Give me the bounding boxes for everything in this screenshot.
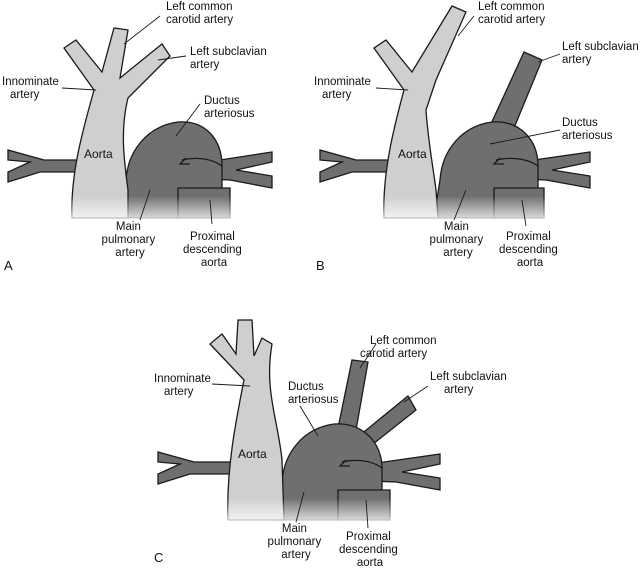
aorta bbox=[63, 27, 171, 219]
leader-left-subclavian bbox=[157, 55, 187, 61]
label-left-common-carotid: Left common carotid artery bbox=[478, 1, 548, 26]
leader-innominate bbox=[211, 383, 251, 387]
leader-left-subclavian bbox=[403, 385, 429, 403]
leader-ductus bbox=[299, 405, 319, 437]
leader-proximal-descending bbox=[365, 499, 369, 529]
leader-left-common-carotid bbox=[123, 15, 161, 45]
leader-left-common-carotid bbox=[457, 15, 475, 37]
aorta bbox=[373, 5, 467, 219]
label-left-common-carotid: Left common carotid artery bbox=[360, 335, 440, 360]
label-left-common-carotid: Left common carotid artery bbox=[166, 1, 236, 26]
label-ductus: Ductus arteriosus bbox=[288, 381, 339, 406]
ductus-notch bbox=[181, 157, 223, 167]
left-common-carotid-artery bbox=[337, 359, 369, 431]
panel-letter-b: B bbox=[316, 258, 325, 273]
fade-overlay bbox=[0, 196, 290, 226]
panel-b: Left common carotid artery Left subclavi… bbox=[312, 1, 642, 273]
label-aorta: Aorta bbox=[398, 147, 427, 161]
label-aorta: Aorta bbox=[84, 147, 113, 161]
left-pulmonary-branches bbox=[7, 149, 97, 183]
label-proximal-descending: Proximal descending aorta bbox=[183, 231, 245, 269]
leader-main-pulmonary bbox=[139, 189, 151, 221]
ductus-arrow bbox=[338, 459, 350, 467]
label-innominate: Innominate artery bbox=[2, 76, 62, 101]
ductus-arrow bbox=[492, 157, 504, 165]
leader-left-subclavian bbox=[537, 53, 561, 63]
ductus-notch bbox=[495, 157, 539, 167]
fade-overlay bbox=[150, 498, 450, 528]
label-aorta: Aorta bbox=[238, 447, 267, 461]
leader-proximal-descending bbox=[209, 199, 213, 225]
left-pulmonary-branches bbox=[157, 451, 247, 485]
panel-letter-c: C bbox=[154, 550, 163, 565]
panel-a: Left common carotid artery Left subclavi… bbox=[0, 1, 290, 273]
leader-innominate bbox=[61, 87, 97, 91]
ductus-arrow bbox=[178, 157, 190, 165]
label-innominate: Innominate artery bbox=[314, 76, 374, 101]
label-main-pulmonary: Main pulmonary artery bbox=[268, 523, 325, 561]
leader-ductus bbox=[489, 129, 561, 145]
label-proximal-descending: Proximal descending aorta bbox=[499, 231, 561, 269]
label-left-subclavian: Left subclavian artery bbox=[562, 41, 642, 66]
ductus-notch bbox=[341, 459, 383, 469]
leader-left-common-carotid bbox=[359, 343, 377, 369]
label-main-pulmonary: Main pulmonary artery bbox=[430, 221, 487, 259]
label-proximal-descending: Proximal descending aorta bbox=[339, 531, 401, 568]
label-ductus: Ductus arteriosus bbox=[562, 117, 613, 142]
label-left-subclavian: Left subclavian artery bbox=[430, 371, 510, 396]
label-ductus: Ductus arteriosus bbox=[204, 95, 255, 120]
label-main-pulmonary: Main pulmonary artery bbox=[102, 221, 159, 259]
fade-overlay bbox=[312, 196, 602, 226]
left-pulmonary-branches bbox=[319, 149, 409, 183]
panel-letter-a: A bbox=[4, 258, 13, 273]
label-left-subclavian: Left subclavian artery bbox=[190, 46, 270, 71]
panel-c: Left common carotid artery Left subclavi… bbox=[150, 319, 510, 568]
left-subclavian-artery bbox=[489, 51, 543, 129]
leader-main-pulmonary bbox=[453, 189, 467, 221]
leader-ductus bbox=[175, 103, 201, 137]
leader-proximal-descending bbox=[521, 199, 527, 227]
leader-innominate bbox=[375, 87, 409, 91]
aorta bbox=[209, 319, 285, 521]
label-innominate: Innominate artery bbox=[154, 373, 214, 398]
leader-main-pulmonary bbox=[295, 491, 305, 523]
